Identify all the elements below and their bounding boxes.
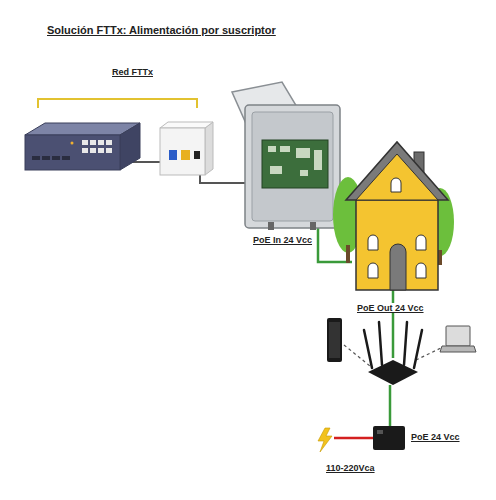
outdoor-enclosure-part-part (296, 148, 310, 158)
network-bracket (38, 99, 197, 108)
olt-switch-part-part (82, 148, 88, 153)
onu-device-part (160, 122, 213, 128)
poe-cable-part (389, 385, 392, 426)
house-part (346, 245, 350, 263)
olt-switch-part-part (42, 156, 50, 160)
olt-switch-part-part (90, 140, 96, 145)
laptop (440, 326, 476, 352)
house (333, 142, 454, 290)
onu-device-part (169, 150, 177, 160)
olt-switch (25, 123, 140, 170)
wifi-router-part-part (414, 330, 422, 368)
smartphone-part (329, 322, 340, 358)
house-part (346, 142, 448, 200)
outdoor-enclosure-part (262, 140, 328, 188)
callout-label: PoE Out 24 Vcc (356, 303, 425, 313)
wifi-router (364, 322, 422, 385)
olt-switch-part-part (62, 156, 70, 160)
house-part (390, 244, 406, 290)
diagram-title: Solución FTTx: Alimentación por suscript… (46, 24, 277, 37)
callout-label: Red FTTx (111, 67, 154, 77)
onu-device-part (160, 128, 205, 175)
house-part-part (416, 263, 426, 278)
laptop-part (446, 326, 470, 346)
house-part-part (391, 178, 401, 192)
outdoor-enclosure-part (245, 105, 340, 228)
house-part (356, 154, 438, 200)
wireless-link-part (344, 345, 370, 366)
olt-switch-part-part (82, 140, 88, 145)
smartphone (327, 318, 342, 362)
wifi-router-part-part (364, 330, 372, 368)
mains-cable-part (334, 437, 373, 440)
outdoor-enclosure-part-part (280, 146, 290, 152)
olt-switch-part (32, 156, 70, 160)
house-part-part (416, 235, 426, 250)
outdoor-enclosure-part (268, 222, 274, 230)
house-part-part (368, 263, 378, 278)
poe-cable-part (392, 290, 395, 358)
wifi-router-part-part (404, 322, 407, 365)
outdoor-enclosure-part-part (270, 166, 282, 174)
poe-injector-part (373, 426, 405, 450)
olt-switch-part-part (98, 140, 104, 145)
onu-device-part (194, 151, 200, 159)
smartphone-part (327, 318, 342, 362)
onu-device-part (181, 150, 190, 160)
outdoor-enclosure-part (310, 222, 316, 230)
house-part (368, 178, 426, 278)
callout-label: PoE 24 Vcc (410, 432, 461, 442)
olt-switch-part-part (106, 140, 112, 145)
laptop-part (440, 346, 476, 352)
lightning-symbol-part (318, 428, 332, 452)
onu-device (160, 122, 213, 175)
mains-cable (334, 437, 373, 440)
olt-switch-part (25, 135, 120, 170)
callout-label: 110-220Vca (325, 463, 376, 473)
wifi-router-part (368, 360, 418, 385)
poe-injector-part (377, 430, 383, 434)
olt-switch-part-part (106, 148, 112, 153)
outdoor-enclosure-part (252, 112, 333, 221)
house-part-part (368, 235, 378, 250)
network-bracket-part (38, 99, 197, 108)
outdoor-enclosure-part (268, 146, 322, 176)
outdoor-enclosure-part-part (268, 146, 276, 152)
wireless-link-part (416, 348, 441, 360)
outdoor-enclosure-part-part (300, 170, 308, 176)
callout-label: PoE In 24 Vcc (252, 235, 313, 245)
olt-switch-part (82, 140, 112, 153)
outdoor-enclosure (232, 82, 340, 230)
onu-device-part (205, 122, 213, 175)
olt-switch-part (71, 142, 74, 145)
olt-switch-part (120, 123, 140, 170)
olt-switch-part-part (52, 156, 60, 160)
poe-injector (373, 426, 405, 450)
olt-switch-part-part (90, 148, 96, 153)
outdoor-enclosure-part-part (314, 150, 322, 170)
lightning-symbol (318, 428, 332, 452)
wifi-router-part-part (379, 322, 382, 365)
house-part (356, 195, 438, 290)
olt-switch-part-part (98, 148, 104, 153)
olt-switch-part-part (32, 156, 40, 160)
